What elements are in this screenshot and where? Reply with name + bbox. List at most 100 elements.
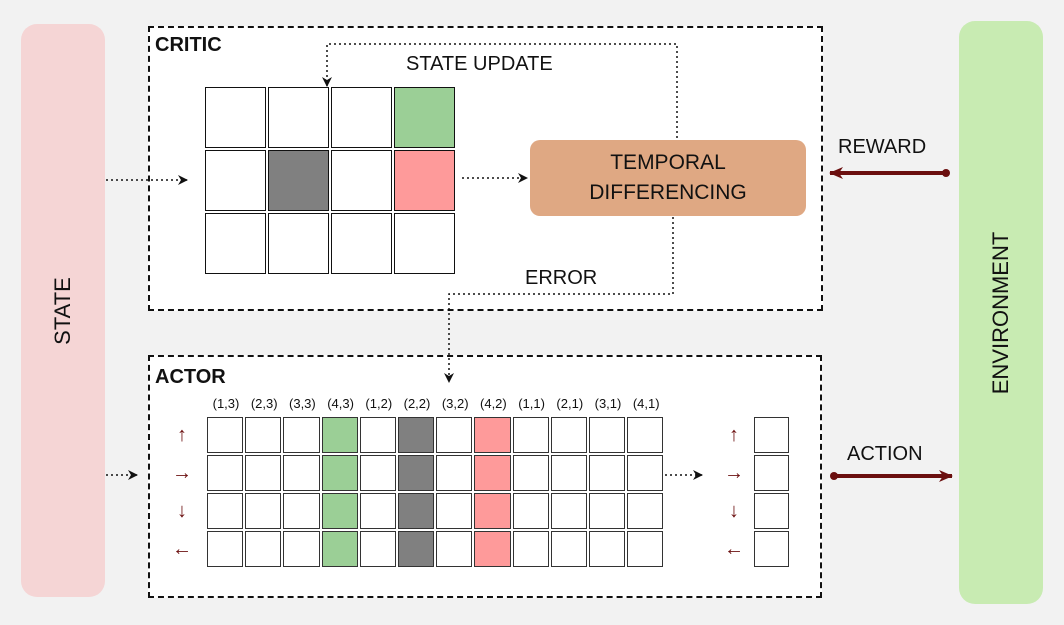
actor-cell-empty [627, 531, 664, 567]
td-line-2: DIFFERENCING [589, 181, 747, 204]
actor-cell-wall [398, 531, 435, 567]
actor-cell-empty [436, 531, 473, 567]
actor-column-header: (4,1) [632, 396, 660, 411]
critic-cell-empty [331, 87, 392, 148]
actor-cell-empty [436, 417, 473, 453]
actor-cell-wall [398, 493, 435, 529]
actor-cell-empty [550, 493, 587, 529]
actor-cell-goal [321, 493, 358, 529]
action-label: ACTION [847, 443, 923, 465]
arrow-left-icon: ← [724, 538, 744, 560]
actor-column-header: (2,3) [250, 396, 278, 411]
arrow-right-icon: → [172, 462, 192, 484]
actor-cell-wall [398, 417, 435, 453]
actor-cell-empty [512, 531, 549, 567]
temporal-differencing-box: TEMPORAL DIFFERENCING [530, 140, 806, 216]
actor-cell-empty [359, 531, 396, 567]
actor-column-header: (3,2) [441, 396, 469, 411]
critic-cell-empty [268, 213, 329, 274]
actor-column-header: (2,2) [403, 396, 431, 411]
state-update-label: STATE UPDATE [406, 53, 553, 75]
state-panel: STATE [21, 24, 105, 597]
critic-cell-wall [268, 150, 329, 211]
actor-cell-penalty [474, 531, 511, 567]
actor-cell-goal [321, 417, 358, 453]
td-line-1: TEMPORAL [610, 151, 726, 174]
actor-cell-empty [245, 417, 282, 453]
actor-cell-empty [245, 493, 282, 529]
arrow-up-icon: ↑ [729, 424, 739, 446]
actor-cell-empty [550, 417, 587, 453]
arrow-down-icon: ↓ [177, 500, 187, 522]
actor-cell-empty [207, 493, 244, 529]
critic-title: CRITIC [155, 34, 222, 56]
arrow-up-icon: ↑ [177, 424, 187, 446]
actor-cell-empty [359, 493, 396, 529]
actor-cell-empty [283, 493, 320, 529]
actor-cell-empty [359, 417, 396, 453]
actor-cell-empty [245, 531, 282, 567]
actor-column-header: (1,1) [518, 396, 545, 411]
actor-cell-empty [589, 531, 626, 567]
output-action-cell [754, 417, 789, 453]
actor-cell-empty [589, 493, 626, 529]
actor-cell-empty [627, 493, 664, 529]
actor-cell-empty [283, 417, 320, 453]
actor-column-header: (3,3) [289, 396, 316, 411]
actor-cell-empty [207, 417, 244, 453]
critic-cell-empty [331, 213, 392, 274]
actor-cell-empty [550, 455, 587, 491]
critic-cell-empty [268, 87, 329, 148]
environment-panel: ENVIRONMENT [959, 21, 1043, 604]
actor-cell-empty [436, 493, 473, 529]
actor-cell-wall [398, 455, 435, 491]
output-action-cell [754, 531, 789, 567]
actor-cell-empty [207, 531, 244, 567]
actor-cell-empty [550, 531, 587, 567]
actor-cell-empty [512, 417, 549, 453]
arrow-right-icon: → [724, 462, 744, 484]
actor-cell-penalty [474, 493, 511, 529]
actor-cell-empty [436, 455, 473, 491]
actor-cell-goal [321, 531, 358, 567]
arrow-down-icon: ↓ [729, 500, 739, 522]
critic-cell-empty [205, 150, 266, 211]
actor-cell-empty [589, 455, 626, 491]
state-update-arrow [322, 43, 678, 138]
action-arrow-origin [830, 472, 838, 480]
reward-arrow-origin [942, 169, 950, 177]
critic-cell-goal [394, 87, 455, 148]
critic-cell-empty [331, 150, 392, 211]
actor-cell-empty [512, 455, 549, 491]
output-action-cell [754, 493, 789, 529]
critic-cell-penalty [394, 150, 455, 211]
actor-cell-empty [627, 455, 664, 491]
actor-column-header: (1,3) [212, 396, 240, 411]
actor-cell-empty [283, 531, 320, 567]
actor-column-header: (1,2) [365, 396, 393, 411]
actor-cell-empty [589, 417, 626, 453]
actor-column-header: (2,1) [556, 396, 584, 411]
actor-cell-goal [321, 455, 358, 491]
output-action-cell [754, 455, 789, 491]
actor-title: ACTOR [155, 366, 226, 388]
actor-cell-empty [512, 493, 549, 529]
critic-cell-empty [205, 87, 266, 148]
actor-column-header: (3,1) [594, 396, 622, 411]
actor-column-header: (4,2) [480, 396, 507, 411]
actor-cell-penalty [474, 455, 511, 491]
error-arrow [444, 217, 674, 383]
error-label: ERROR [525, 267, 598, 289]
critic-cell-empty [394, 213, 455, 274]
actor-cell-empty [283, 455, 320, 491]
actor-cell-empty [627, 417, 664, 453]
arrow-left-icon: ← [172, 538, 192, 560]
reward-label: REWARD [838, 136, 927, 158]
actor-column-header: (4,3) [327, 396, 354, 411]
actor-cell-empty [359, 455, 396, 491]
actor-cell-penalty [474, 417, 511, 453]
actor-cell-empty [245, 455, 282, 491]
critic-cell-empty [205, 213, 266, 274]
actor-cell-empty [207, 455, 244, 491]
